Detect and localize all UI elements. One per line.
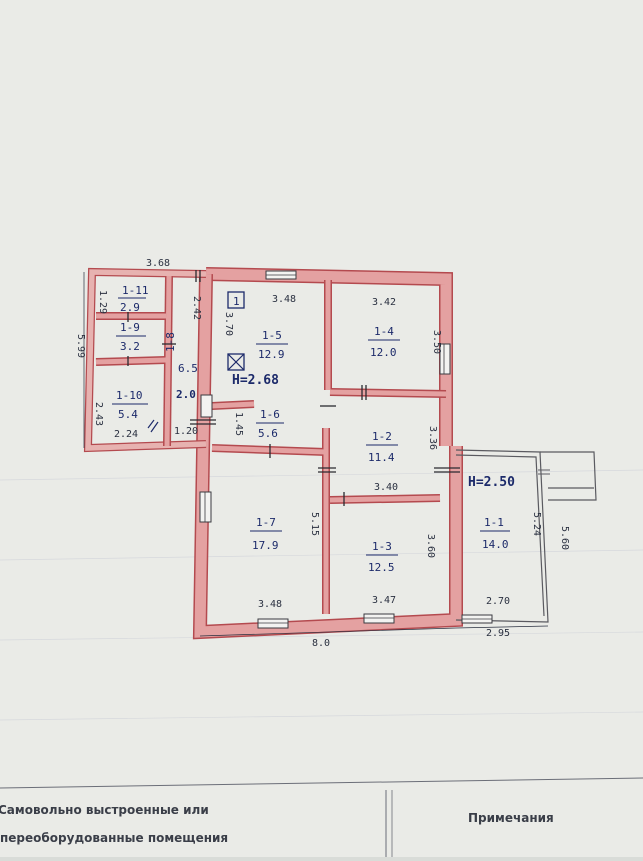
window-panes xyxy=(204,274,492,624)
room-1-2: 1-2 11.4 xyxy=(366,430,398,464)
dim-annex-left: 5.99 xyxy=(75,334,86,358)
dim-room7-bottom: 3.48 xyxy=(258,599,282,610)
dim-veranda-bottom-inner: 2.70 xyxy=(486,596,510,607)
room-1-4: 1-4 12.0 xyxy=(368,325,400,359)
dim-veranda-bottom-outer: 2.95 xyxy=(486,628,510,639)
dim-room2-bottom: 3.40 xyxy=(374,482,398,493)
dim-room4-right: 3.50 xyxy=(431,330,442,354)
room-1-7: 1-7 17.9 xyxy=(250,516,282,552)
dim-corridor-right: 2.42 xyxy=(191,296,202,320)
dim-room5-left: 3.70 xyxy=(223,312,234,336)
room-area: 12.9 xyxy=(258,348,285,361)
dim-room3-right: 3.60 xyxy=(425,534,436,558)
dim-room2-right: 3.36 xyxy=(427,426,438,450)
room-number: 1-7 xyxy=(256,516,276,529)
dim-room4-top: 3.42 xyxy=(372,297,396,308)
dim-veranda-inner: 5.24 xyxy=(531,512,542,536)
room-labels: 1-1 14.0 1-2 11.4 1-3 12.5 1-4 12.0 1-5 … xyxy=(112,284,510,574)
room-1-3: 1-3 12.5 xyxy=(366,540,398,574)
dim-room6-left: 1.45 xyxy=(233,412,244,436)
doors xyxy=(127,270,460,506)
room-1-5: 1-5 12.9 xyxy=(256,329,288,361)
walls xyxy=(83,267,463,640)
veranda-door xyxy=(538,469,550,475)
veranda-walls xyxy=(455,449,597,623)
dim-top-left: 3.68 xyxy=(146,258,170,269)
room-number: 1-6 xyxy=(260,408,280,421)
room-area: 12.0 xyxy=(370,346,397,359)
room-area: 3.2 xyxy=(120,340,140,353)
dim-room5-top: 3.48 xyxy=(272,294,296,305)
room-number: 1-1 xyxy=(484,516,504,529)
room-area: 5.6 xyxy=(258,427,278,440)
dim-veranda-outer: 5.60 xyxy=(559,526,570,550)
chimney-symbol xyxy=(227,353,245,371)
dim-corridor-bottom: 1.20 xyxy=(174,426,198,437)
room-number: 1-3 xyxy=(372,540,392,553)
stove-symbol xyxy=(227,291,245,309)
stair-mark: 1 xyxy=(233,295,240,308)
room-area: 6.5 xyxy=(178,362,198,375)
dim-room3-bottom: 3.47 xyxy=(372,595,396,606)
dimension-lines xyxy=(83,272,549,637)
room-1-9: 1-9 3.2 xyxy=(116,321,146,353)
paper-ruling xyxy=(0,469,643,721)
dim-room10-left: 2.43 xyxy=(93,402,104,426)
room-area: 5.4 xyxy=(118,408,138,421)
room-1-1: 1-1 14.0 xyxy=(480,516,510,551)
room-1-10: 1-10 5.4 xyxy=(112,389,148,421)
room-area: 14.0 xyxy=(482,538,509,551)
room-number: 1-9 xyxy=(120,321,140,334)
dim-total-width: 8.0 xyxy=(312,638,330,649)
footer-left-line2: переоборудованные помещения xyxy=(0,831,228,845)
footer-table: Самовольно выстроенные или переоборудова… xyxy=(0,777,643,857)
room-1-8: 1-8 6.5 xyxy=(164,332,198,375)
height-label-veranda: H=2.50 xyxy=(468,475,515,490)
height-label-main: H=2.68 xyxy=(232,373,279,388)
room-1-11: 1-11 2.9 xyxy=(118,284,149,314)
room-number: 1-2 xyxy=(372,430,392,443)
dim-room7-right: 5.15 xyxy=(309,512,320,536)
dimension-labels: 3.68 3.48 3.42 3.50 3.70 3.36 3.40 5.15 … xyxy=(75,258,570,649)
room-1-6: 1-6 5.6 xyxy=(256,408,284,440)
dim-corridor-height: 2.0 xyxy=(176,388,196,401)
dim-room10-bottom: 2.24 xyxy=(114,429,138,440)
room-number: 1-11 xyxy=(122,284,149,297)
room-area: 17.9 xyxy=(252,539,279,552)
footer-right-label: Примечания xyxy=(468,811,554,825)
room-area: 12.5 xyxy=(368,561,395,574)
dim-room11-left: 1.29 xyxy=(97,290,108,314)
footer-left-line1: Самовольно выстроенные или xyxy=(0,803,209,817)
room-number: 1-4 xyxy=(374,325,394,338)
annex-wall-fill xyxy=(85,269,207,451)
room-number: 1-5 xyxy=(262,329,282,342)
room-number: 1-10 xyxy=(116,389,143,402)
room-area: 2.9 xyxy=(120,301,140,314)
room-number: 1-8 xyxy=(164,332,177,352)
room-area: 11.4 xyxy=(368,451,395,464)
main-wall-outer-fill xyxy=(194,273,462,638)
